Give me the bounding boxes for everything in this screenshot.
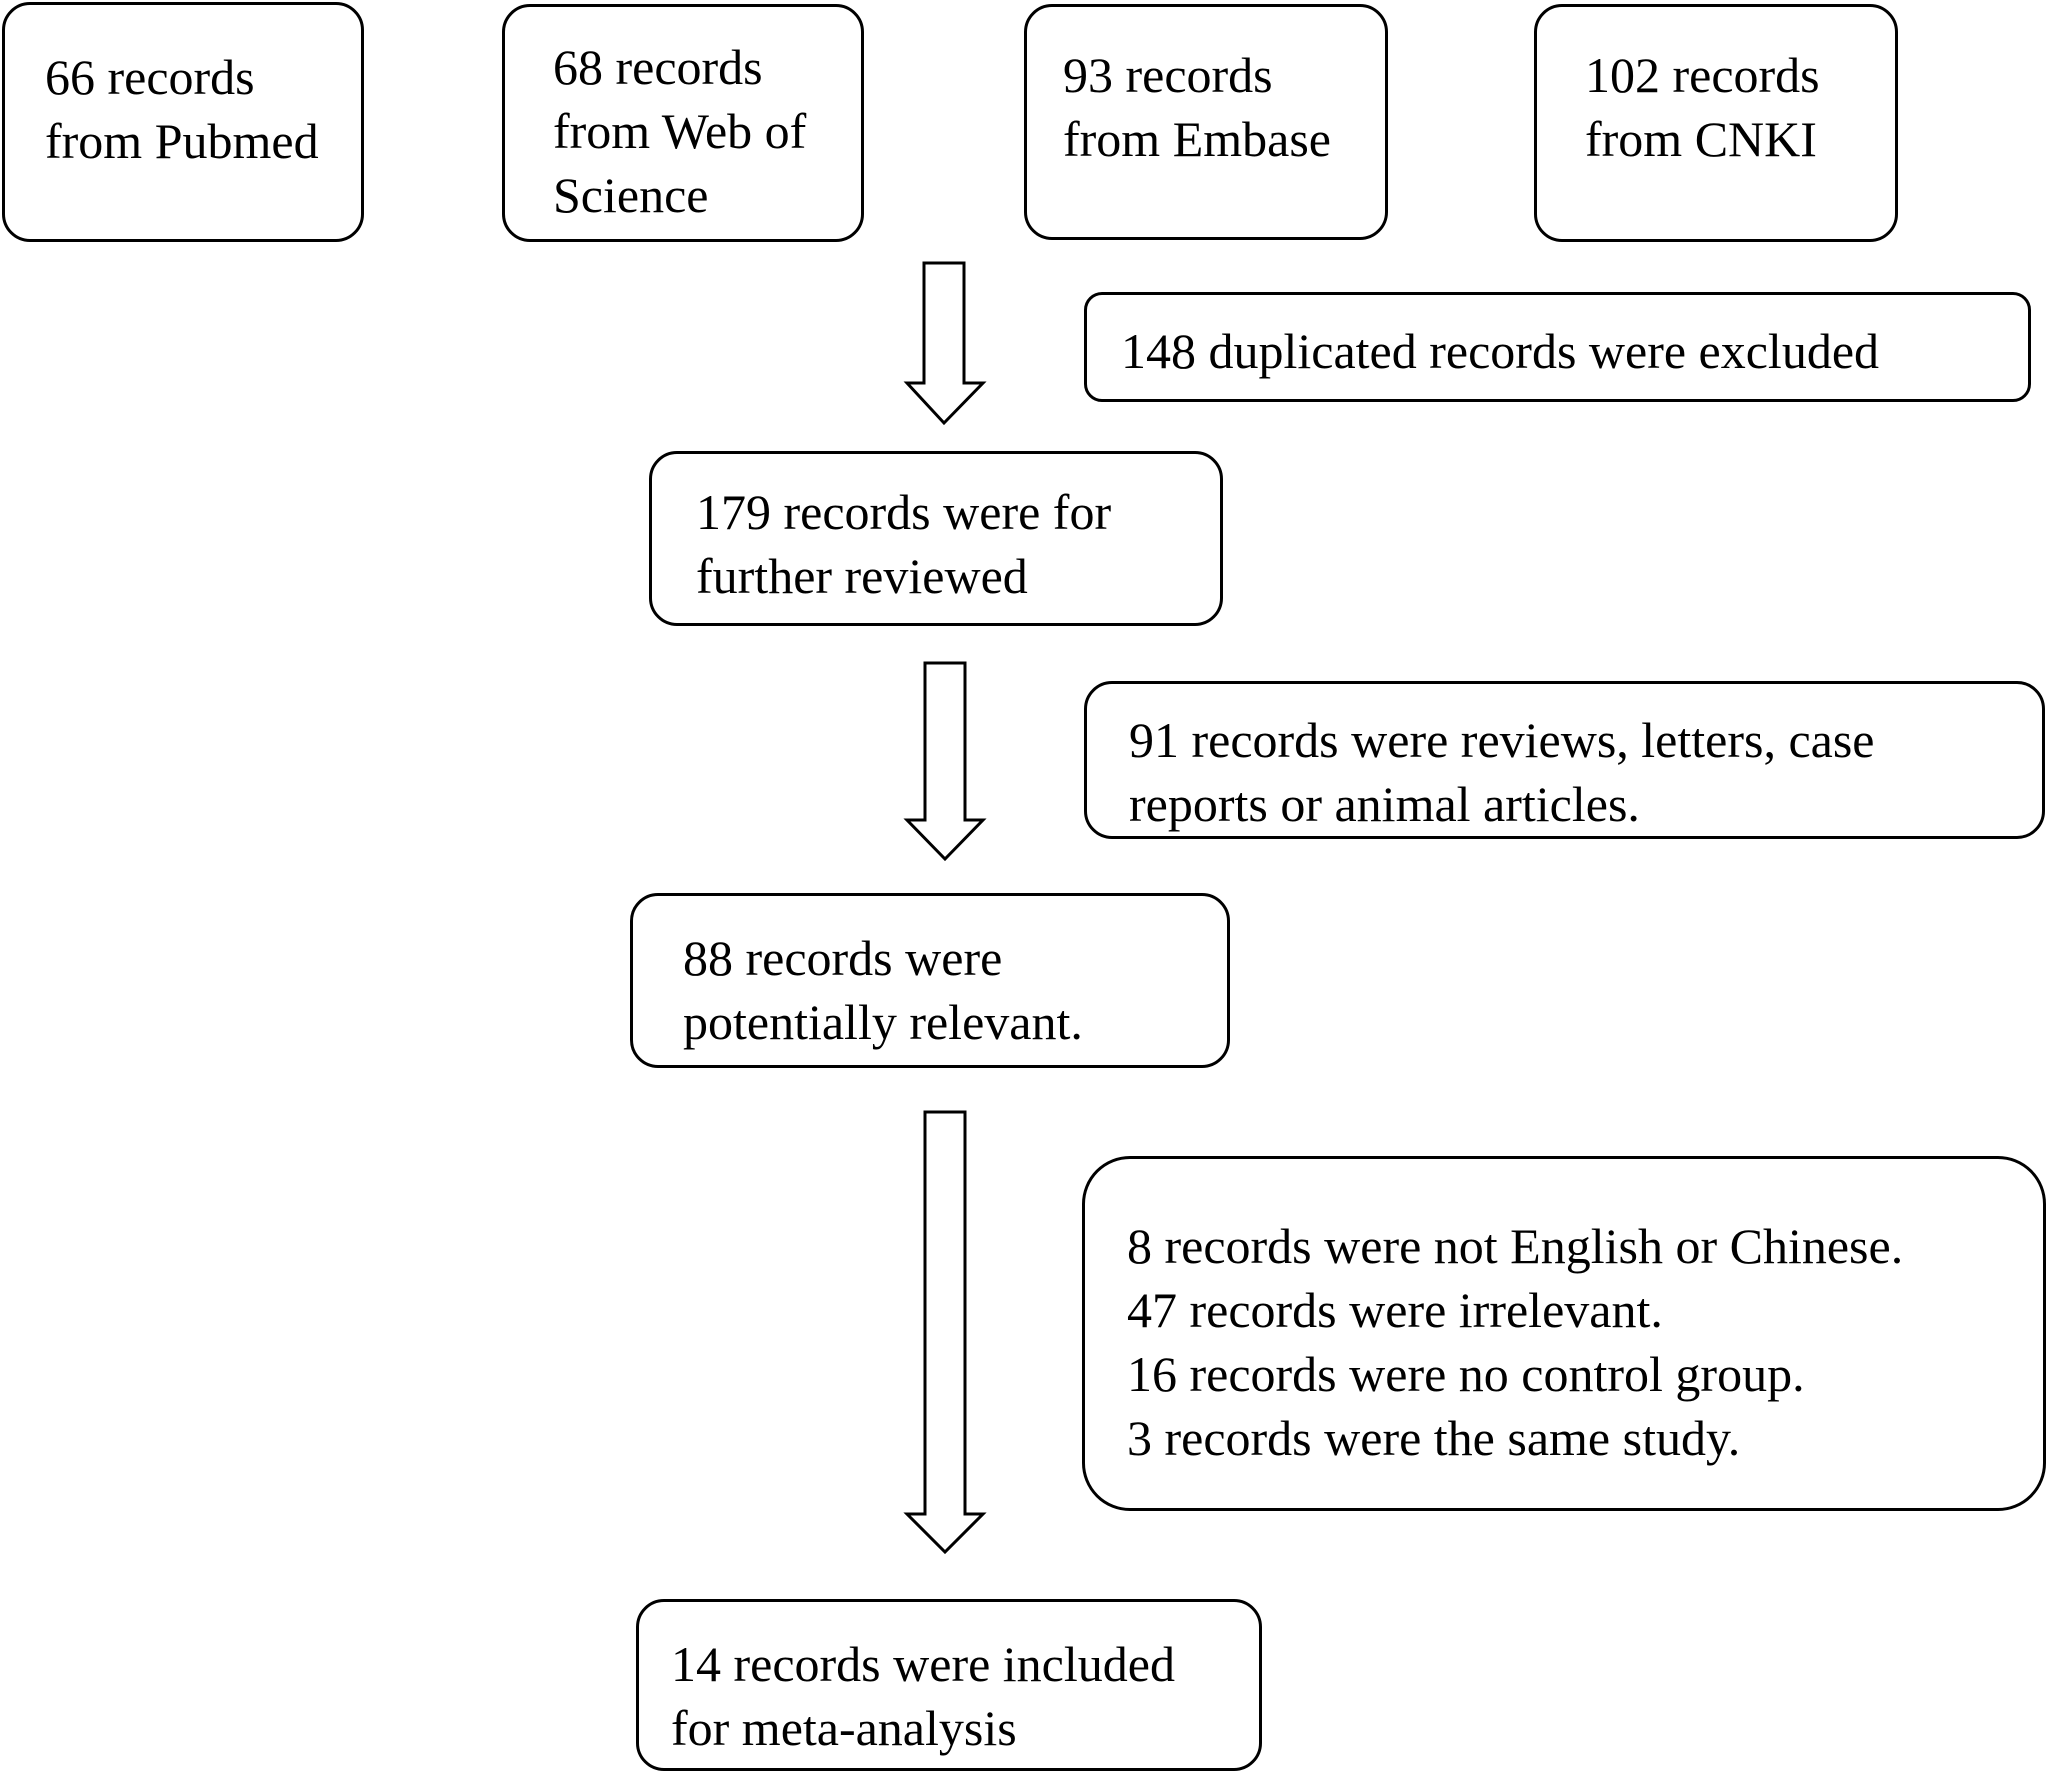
source-cnki-label: from CNKI	[1585, 111, 1817, 167]
source-web-of-science-box: 68 records from Web of Science	[502, 4, 864, 242]
exclusion-criteria-line-2: 47 records were irrelevant.	[1127, 1282, 1663, 1338]
step-further-reviewed-box: 179 records were for further reviewed	[649, 451, 1223, 626]
exclusion-reviews-box: 91 records were reviews, letters, case r…	[1084, 681, 2045, 839]
step-included-box: 14 records were included for meta-analys…	[636, 1599, 1262, 1771]
step-reviewed-line-2: further reviewed	[696, 548, 1028, 604]
source-wos-label-2: Science	[553, 167, 709, 223]
flow-arrow-2	[903, 661, 987, 862]
exclusion-criteria-line-3: 16 records were no control group.	[1127, 1346, 1805, 1402]
source-wos-count: 68 records	[553, 39, 763, 95]
step-relevant-line-1: 88 records were	[683, 930, 1003, 986]
source-embase-label: from Embase	[1063, 111, 1331, 167]
exclusion-criteria-box: 8 records were not English or Chinese. 4…	[1082, 1156, 2046, 1511]
source-embase-box: 93 records from Embase	[1024, 4, 1388, 240]
step-included-line-2: for meta-analysis	[671, 1700, 1017, 1756]
source-embase-count: 93 records	[1063, 47, 1273, 103]
exclusion-duplicates-text: 148 duplicated records were excluded	[1121, 323, 1880, 379]
source-pubmed-box: 66 records from Pubmed	[2, 2, 364, 242]
source-cnki-box: 102 records from CNKI	[1534, 4, 1898, 242]
source-pubmed-label: from Pubmed	[45, 113, 319, 169]
source-pubmed-count: 66 records	[45, 49, 255, 105]
step-reviewed-line-1: 179 records were for	[696, 484, 1112, 540]
source-cnki-count: 102 records	[1585, 47, 1820, 103]
exclusion-duplicates-box: 148 duplicated records were excluded	[1084, 292, 2031, 402]
flow-arrow-1	[903, 261, 987, 426]
flow-arrow-3	[903, 1110, 987, 1555]
exclusion-reviews-line-1: 91 records were reviews, letters, case	[1129, 712, 1875, 768]
exclusion-criteria-line-4: 3 records were the same study.	[1127, 1410, 1741, 1466]
source-wos-label-1: from Web of	[553, 103, 807, 159]
step-potentially-relevant-box: 88 records were potentially relevant.	[630, 893, 1230, 1068]
exclusion-criteria-line-1: 8 records were not English or Chinese.	[1127, 1218, 1904, 1274]
step-relevant-line-2: potentially relevant.	[683, 994, 1083, 1050]
step-included-line-1: 14 records were included	[671, 1636, 1175, 1692]
exclusion-reviews-line-2: reports or animal articles.	[1129, 776, 1640, 832]
